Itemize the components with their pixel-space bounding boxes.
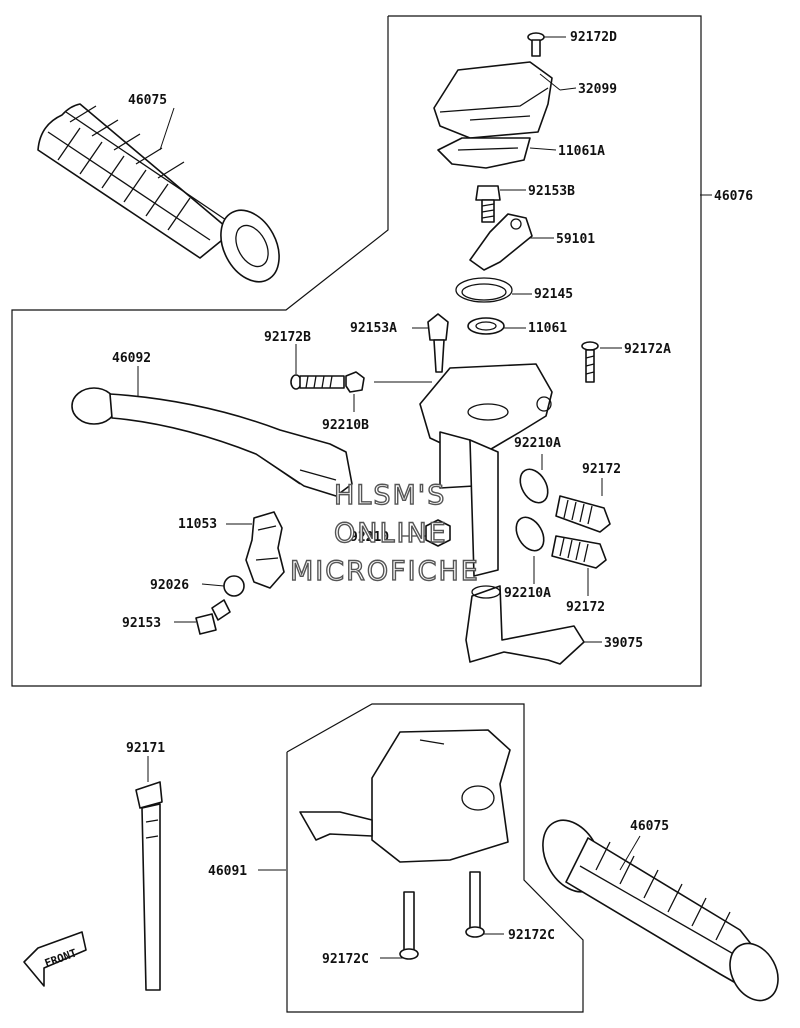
bolt-92153A [427,313,449,373]
washer-92210A-bottom [515,516,545,552]
label-59101: 59101 [556,232,595,247]
label-46092: 46092 [112,351,151,366]
grip-46075-top [37,103,280,283]
nut-92210 [425,519,451,547]
adjuster-92172-top [555,495,611,533]
label-92026: 92026 [150,578,189,593]
watermark-line-2: ONLINE [334,518,448,549]
label-92172A: 92172A [624,342,671,357]
screw-92172B [290,374,345,390]
label-39075: 39075 [604,636,643,651]
part-labels: 92172D 32099 11061A 46076 92153B 59101 9… [112,30,753,967]
watermark-line-1: HLSM'S [334,480,446,511]
label-11061A: 11061A [558,144,605,159]
upper-assembly-frame [11,15,702,687]
label-92172C-right: 92172C [508,928,555,943]
label-92210: 92210 [350,530,389,545]
lever-39075 [465,585,585,665]
bolt-92153B [475,185,501,223]
label-92153A: 92153A [350,321,397,336]
diaphragm-11061A [437,137,531,169]
label-11061: 11061 [528,321,567,336]
label-92145: 92145 [534,287,573,302]
screw-92172A [581,341,599,383]
adjuster-92172-bottom [551,535,607,569]
label-92210A-bottom: 92210A [504,586,551,601]
label-92172-top: 92172 [582,462,621,477]
label-92210B: 92210B [322,418,369,433]
ring-92145 [455,277,513,303]
label-92172-bottom: 92172 [566,600,605,615]
label-92172C-left: 92172C [322,952,369,967]
washer-11061 [467,317,505,335]
lever-46092 [71,387,353,497]
grip-46075-bottom [542,819,779,1002]
cap-32099 [433,61,553,139]
switch-assembly-frame [286,703,584,1013]
label-92172B: 92172B [264,330,311,345]
strap-92171 [135,781,163,991]
label-46076: 46076 [714,189,753,204]
bolt-92153 [195,599,231,635]
label-46075-bottom: 46075 [630,819,669,834]
front-arrow-badge: FRONT [23,931,87,987]
switch-11053 [245,511,285,589]
label-32099: 32099 [578,82,617,97]
label-92172D: 92172D [570,30,617,45]
washer-92210A-top [519,468,549,504]
collar-92026 [223,575,245,597]
label-46091: 46091 [208,864,247,879]
screw-92172C-left [399,891,419,960]
watermark-line-3: MICROFICHE [290,556,480,587]
leader-lines [137,36,712,959]
master-cylinder-body [419,363,553,577]
label-92171: 92171 [126,741,165,756]
screw-92172C-right [465,871,485,938]
label-92153: 92153 [122,616,161,631]
label-92153B: 92153B [528,184,575,199]
plate-59101 [469,213,533,271]
nut-92210B [345,371,365,393]
switch-housing-46091 [299,729,511,863]
label-11053: 11053 [178,517,217,532]
watermark: HLSM'S ONLINE MICROFICHE [289,479,480,587]
label-46075-top: 46075 [128,93,167,108]
label-92210A-top: 92210A [514,436,561,451]
screw-92172D [527,32,545,57]
